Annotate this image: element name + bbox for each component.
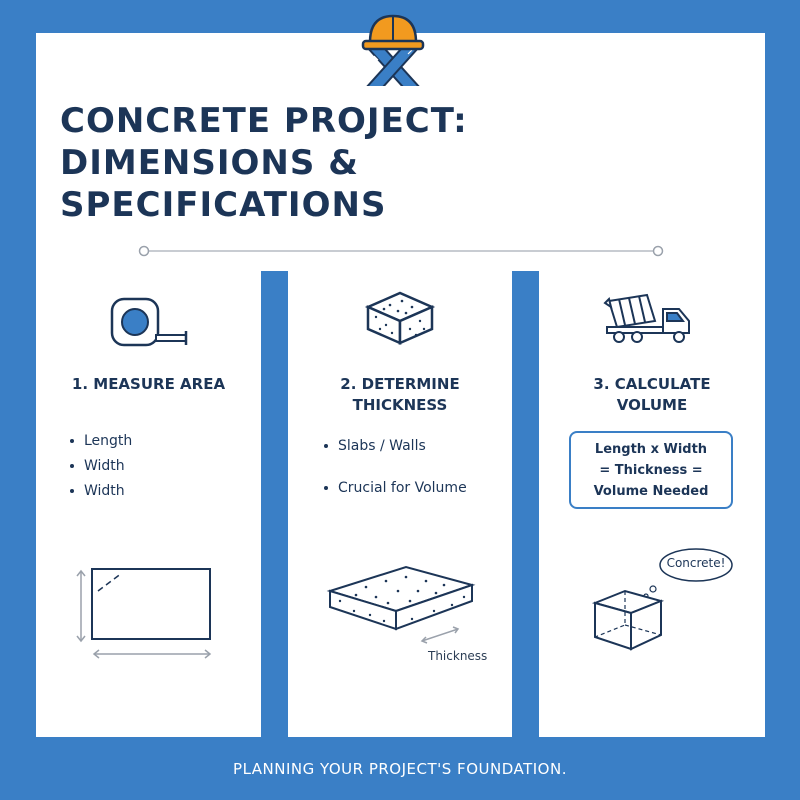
bullet-list: Length Width Width <box>70 431 132 506</box>
step-title-text: 2. DETERMINE <box>340 375 460 393</box>
bullet-list: Slabs / Walls Crucial for Volume <box>324 436 467 520</box>
footer-tagline: PLANNING YOUR PROJECT'S FOUNDATION. <box>233 760 567 778</box>
step-title: 2. DETERMINE THICKNESS <box>288 374 512 416</box>
area-rectangle-illustration <box>76 568 212 659</box>
list-item: Length <box>70 431 132 456</box>
list-item: Width <box>70 481 132 506</box>
concrete-block-icon <box>364 291 436 345</box>
step-card-measure: 1. MEASURE AREA Length Width Width <box>36 271 261 737</box>
step-title-text: VOLUME <box>616 396 688 414</box>
speech-bubble-text: Concrete! <box>666 556 726 570</box>
step-card-volume: 3. CALCULATE VOLUME Length x Width = Thi… <box>539 271 765 737</box>
tape-measure-icon <box>110 297 188 347</box>
step-title-text: 3. CALCULATE <box>593 375 711 393</box>
formula-line: Volume Needed <box>593 484 709 499</box>
divider <box>138 245 664 257</box>
title-line: SPECIFICATIONS <box>60 185 387 225</box>
concrete-slab-illustration <box>326 565 476 644</box>
step-title-text: THICKNESS <box>352 396 448 414</box>
formula-line: = Thickness = <box>599 463 703 478</box>
title-line: DIMENSIONS & <box>60 143 359 183</box>
volume-cube-illustration <box>591 548 733 651</box>
cement-mixer-truck-icon <box>603 293 690 343</box>
hard-hat-rulers-icon <box>357 14 429 86</box>
step-card-thickness: 2. DETERMINE THICKNESS Slabs / Walls Cru… <box>288 271 512 737</box>
list-item: Crucial for Volume <box>324 478 467 520</box>
step-title: 3. CALCULATE VOLUME <box>539 374 765 416</box>
step-title-text: 1. MEASURE AREA <box>71 375 226 393</box>
formula-line: Length x Width <box>594 442 708 457</box>
list-item: Slabs / Walls <box>324 436 467 478</box>
page-title: CONCRETE PROJECT: DIMENSIONS & SPECIFICA… <box>60 100 660 226</box>
step-title: 1. MEASURE AREA <box>36 374 261 395</box>
list-item: Width <box>70 456 132 481</box>
title-line: CONCRETE PROJECT: <box>60 101 468 141</box>
thickness-label: Thickness <box>428 649 488 663</box>
formula-box: Length x Width = Thickness = Volume Need… <box>569 431 733 509</box>
